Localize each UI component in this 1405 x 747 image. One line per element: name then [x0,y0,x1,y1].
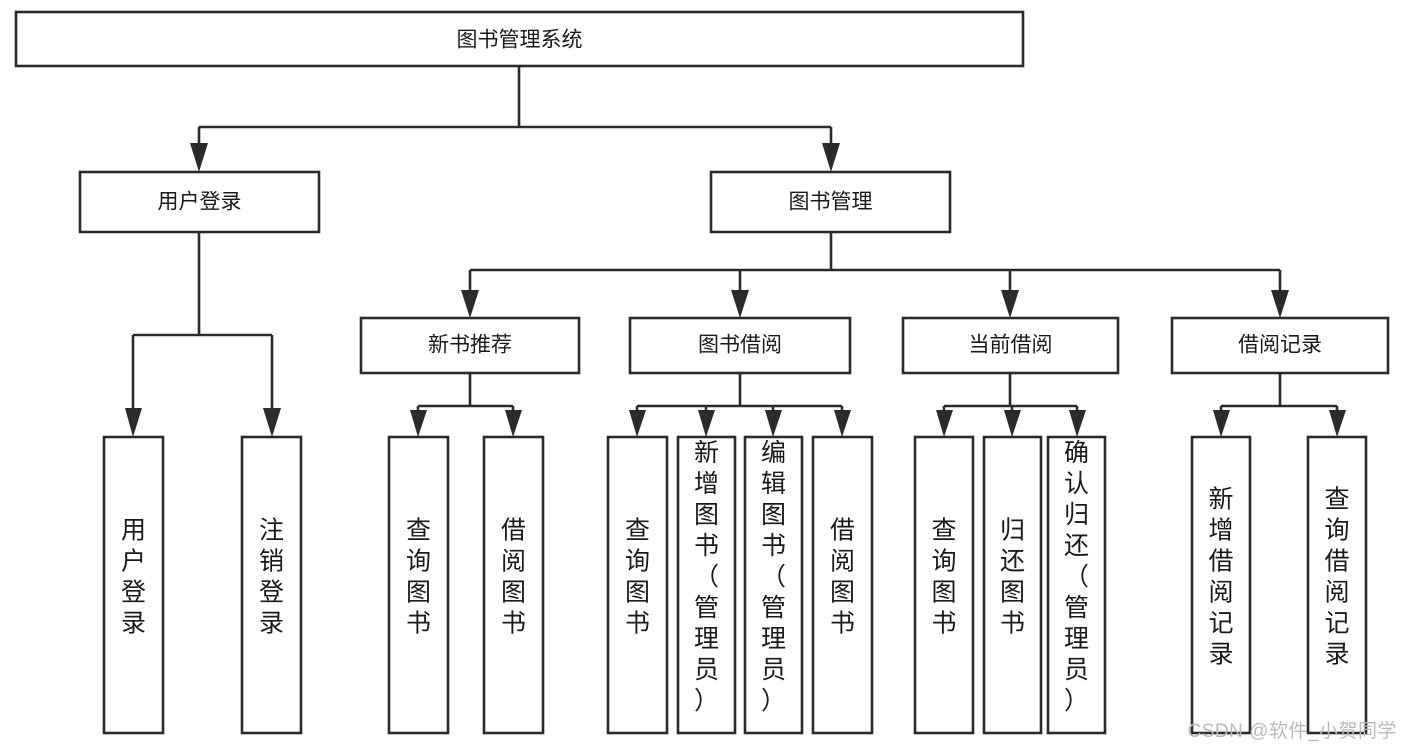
arrow-head-leaf-06 [698,410,715,437]
node-leaf-03-label: 查询图书 [406,517,431,638]
node-leaf-02-box[interactable] [240,435,303,735]
arrow-head-leaf-11 [1069,410,1086,437]
node-leaf-08-label: 借阅图书 [830,517,855,638]
node-leaf-12-box[interactable] [1190,435,1252,735]
node-borrow-record[interactable]: 借阅记录 [1170,316,1390,375]
node-leaf-09[interactable]: 查询图书 [913,435,975,735]
node-leaf-01[interactable]: 用户登录 [102,435,165,735]
node-leaf-05-box[interactable] [606,435,669,735]
node-leaf-07[interactable]: 编辑图书（管理员） [743,435,804,735]
node-leaf-02[interactable]: 注销登录 [240,435,303,735]
node-leaf-05-label: 查询图书 [625,517,650,638]
node-leaf-01-label: 用户登录 [121,517,146,638]
node-user-login-label: 用户登录 [158,191,242,214]
node-leaf-07-box[interactable] [743,435,804,735]
node-book-management[interactable]: 图书管理 [709,170,952,234]
arrow-head-leaf-10 [1004,410,1021,437]
connector-layer [125,66,1346,437]
node-book-management-box[interactable] [709,170,952,234]
arrow-head-leaf-01 [125,408,142,437]
node-leaf-09-box[interactable] [913,435,975,735]
arrow-head-book-manage [822,143,840,172]
arrow-head-leaf-08 [834,410,851,437]
node-leaf-11[interactable]: 确认归还（管理员） [1046,435,1107,735]
arrow-head-borrow-record [1271,290,1289,318]
arrow-head-leaf-03 [410,410,427,437]
node-leaf-04-label: 借阅图书 [501,517,526,638]
node-leaf-07-label: 编辑图书（管理员） [761,439,786,715]
node-leaf-13[interactable]: 查询借阅记录 [1306,435,1368,735]
node-leaf-12-label: 新增借阅记录 [1208,486,1233,669]
node-book-management-label: 图书管理 [789,191,873,214]
node-current-borrow-box[interactable] [901,316,1120,375]
arrow-head-leaf-13 [1329,410,1346,437]
arrow-head-leaf-09 [936,410,953,437]
node-leaf-08[interactable]: 借阅图书 [811,435,874,735]
node-leaf-01-box[interactable] [102,435,165,735]
node-new-book-recommend[interactable]: 新书推荐 [359,316,581,375]
node-leaf-08-box[interactable] [811,435,874,735]
node-leaf-04-box[interactable] [482,435,545,735]
node-leaf-09-label: 查询图书 [931,517,956,638]
node-leaf-05[interactable]: 查询图书 [606,435,669,735]
node-book-borrow[interactable]: 图书借阅 [628,316,852,375]
node-leaf-03[interactable]: 查询图书 [387,435,450,735]
node-borrow-record-box[interactable] [1170,316,1390,375]
node-root[interactable]: 图书管理系统 [14,10,1025,68]
node-leaf-06-box[interactable] [676,435,737,735]
node-leaf-06-label: 新增图书（管理员） [694,439,719,715]
node-root-label: 图书管理系统 [457,29,583,52]
node-current-borrow[interactable]: 当前借阅 [901,316,1120,375]
node-leaf-10-box[interactable] [982,435,1043,735]
node-borrow-record-label: 借阅记录 [1238,334,1322,357]
arrow-head-leaf-07 [765,410,782,437]
arrow-head-leaf-05 [629,410,646,437]
arrow-head-leaf-12 [1213,410,1230,437]
node-leaf-11-label: 确认归还（管理员） [1064,439,1089,715]
arrow-head-leaf-02 [263,408,281,437]
node-leaf-04[interactable]: 借阅图书 [482,435,545,735]
node-user-login-box[interactable] [78,170,321,234]
arrow-head-current-borrow [1001,290,1019,318]
node-current-borrow-label: 当前借阅 [969,334,1053,357]
node-user-login[interactable]: 用户登录 [78,170,321,234]
node-leaf-10[interactable]: 归还图书 [982,435,1043,735]
arrow-head-new-book [461,290,479,318]
node-leaf-02-label: 注销登录 [259,517,284,638]
node-leaf-03-box[interactable] [387,435,450,735]
arrow-head-leaf-04 [505,410,522,437]
node-leaf-10-label: 归还图书 [1000,517,1025,638]
node-leaf-11-box[interactable] [1046,435,1107,735]
node-book-borrow-box[interactable] [628,316,852,375]
arrow-head-book-borrow [731,290,749,318]
node-root-box[interactable] [14,10,1025,68]
node-leaf-13-label: 查询借阅记录 [1324,486,1349,669]
node-leaf-13-box[interactable] [1306,435,1368,735]
node-new-book-recommend-label: 新书推荐 [428,334,512,357]
node-new-book-recommend-box[interactable] [359,316,581,375]
node-leaf-12[interactable]: 新增借阅记录 [1190,435,1252,735]
arrow-head-user-login [190,143,208,172]
node-book-borrow-label: 图书借阅 [698,334,782,357]
node-leaf-06[interactable]: 新增图书（管理员） [676,435,737,735]
